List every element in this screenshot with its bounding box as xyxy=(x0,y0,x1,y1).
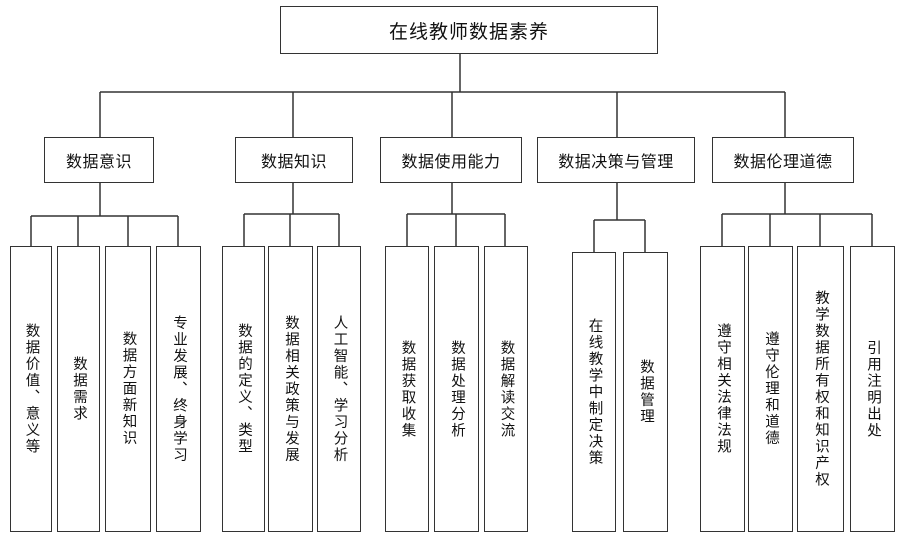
leaf-label: 数据管理 xyxy=(638,359,654,425)
leaf-data-interpretation-communication: 数据解读交流 xyxy=(484,246,528,532)
leaf-label: 数据方面新知识 xyxy=(120,331,137,447)
category-data-decision-management: 数据决策与管理 xyxy=(537,137,695,183)
leaf-professional-development: 专业发展、终身学习 xyxy=(156,246,201,532)
leaf-label: 遵守伦理和道德 xyxy=(763,331,779,447)
leaf-data-collection: 数据获取收集 xyxy=(385,246,429,532)
category-data-knowledge: 数据知识 xyxy=(235,137,353,183)
leaf-online-teaching-decisions: 在线教学中制定决策 xyxy=(572,252,616,532)
leaf-label: 人工智能、学习分析 xyxy=(331,314,348,464)
leaf-data-new-knowledge: 数据方面新知识 xyxy=(105,246,151,532)
leaf-label: 数据需求 xyxy=(71,356,87,422)
root-node: 在线教师数据素养 xyxy=(280,6,658,54)
leaf-comply-ethics-morality: 遵守伦理和道德 xyxy=(748,246,793,532)
leaf-ai-learning-analytics: 人工智能、学习分析 xyxy=(317,246,361,532)
category-data-ethics: 数据伦理道德 xyxy=(712,137,854,183)
category-label: 数据使用能力 xyxy=(401,152,501,171)
leaf-cite-sources: 引用注明出处 xyxy=(850,246,895,532)
category-label: 数据意识 xyxy=(65,152,132,171)
category-data-usage-ability: 数据使用能力 xyxy=(380,137,522,183)
leaf-data-processing-analysis: 数据处理分析 xyxy=(434,246,479,532)
leaf-data-management: 数据管理 xyxy=(623,252,668,532)
leaf-label: 在线教学中制定决策 xyxy=(586,317,603,467)
leaf-label: 数据价值、意义等 xyxy=(23,323,40,455)
leaf-data-value-meaning: 数据价值、意义等 xyxy=(10,246,52,532)
leaf-label: 数据处理分析 xyxy=(449,339,465,439)
leaf-data-needs: 数据需求 xyxy=(57,246,100,532)
leaf-label: 数据解读交流 xyxy=(498,339,515,439)
leaf-label: 数据相关政策与发展 xyxy=(283,314,299,464)
category-label: 数据决策与管理 xyxy=(558,152,674,171)
category-label: 数据伦理道德 xyxy=(733,152,833,171)
leaf-data-policy-development: 数据相关政策与发展 xyxy=(268,246,313,532)
leaf-label: 教学数据所有权和知识产权 xyxy=(813,290,829,488)
leaf-data-definition-types: 数据的定义、类型 xyxy=(222,246,265,532)
root-node-label: 在线教师数据素养 xyxy=(388,20,549,43)
leaf-comply-laws-regulations: 遵守相关法律法规 xyxy=(700,246,745,532)
leaf-label: 数据的定义、类型 xyxy=(236,323,252,455)
leaf-label: 数据获取收集 xyxy=(399,339,416,439)
leaf-label: 遵守相关法律法规 xyxy=(715,323,731,455)
leaf-label: 引用注明出处 xyxy=(865,339,881,439)
leaf-label: 专业发展、终身学习 xyxy=(171,314,187,464)
category-data-awareness: 数据意识 xyxy=(44,137,154,183)
leaf-data-ownership-ip: 教学数据所有权和知识产权 xyxy=(797,246,844,532)
category-label: 数据知识 xyxy=(260,152,327,171)
